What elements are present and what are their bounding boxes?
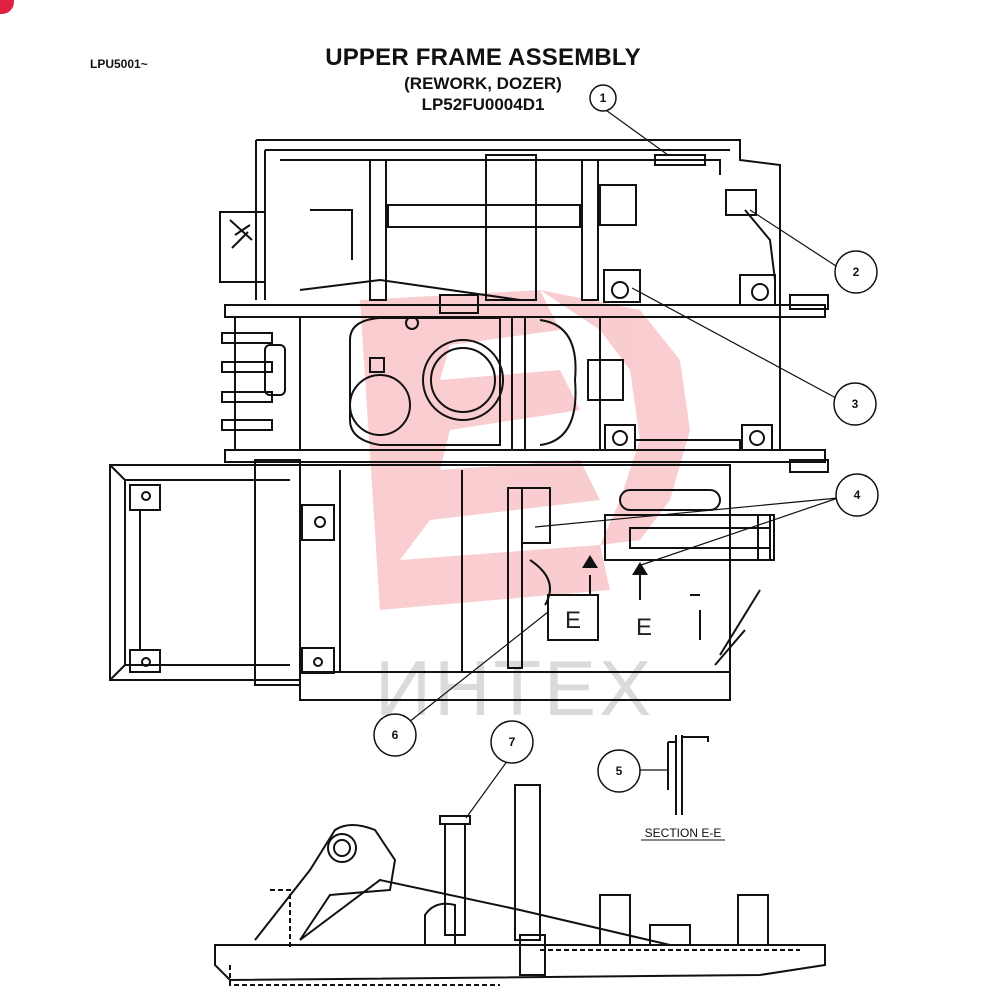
drawing-code: LPU5001~ (90, 57, 148, 71)
callout-5-label: 5 (616, 764, 623, 778)
callout-7: 7 (490, 720, 534, 764)
callout-6-label: 6 (392, 728, 399, 742)
section-marker-e-right: E (636, 614, 652, 641)
callout-3-label: 3 (852, 397, 859, 411)
callout-7-label: 7 (509, 735, 516, 749)
section-e-e-detail (667, 735, 709, 815)
title-block: UPPER FRAME ASSEMBLY (REWORK, DOZER) LP5… (283, 43, 683, 115)
leader-lines (403, 107, 839, 819)
page-title: UPPER FRAME ASSEMBLY (325, 44, 641, 71)
section-label: SECTION E-E (645, 826, 722, 840)
page-subtitle: (REWORK, DOZER) (404, 74, 562, 93)
lower-left-frame (109, 459, 301, 686)
callout-3: 3 (833, 382, 877, 426)
upper-frame-outline (219, 139, 781, 450)
callout-5: 5 (597, 749, 641, 793)
callout-2-label: 2 (853, 265, 860, 279)
callout-1-label: 1 (600, 91, 607, 105)
lower-middle-frame: E E (299, 464, 775, 701)
section-arrows (582, 555, 648, 575)
callout-2: 2 (834, 250, 878, 294)
section-marker-e-left: E (565, 607, 581, 634)
callout-4-label: 4 (854, 488, 861, 502)
part-number: LP52FU0004D1 (421, 95, 545, 114)
callout-1: 1 (589, 84, 617, 112)
callout-6: 6 (373, 713, 417, 757)
watermark-logo (360, 290, 690, 610)
side-view (214, 784, 826, 986)
watermark: ИНТЕХ (360, 290, 690, 732)
middle-section (349, 316, 781, 451)
callout-4: 4 (835, 473, 879, 517)
watermark-text: ИНТЕХ (375, 644, 654, 732)
